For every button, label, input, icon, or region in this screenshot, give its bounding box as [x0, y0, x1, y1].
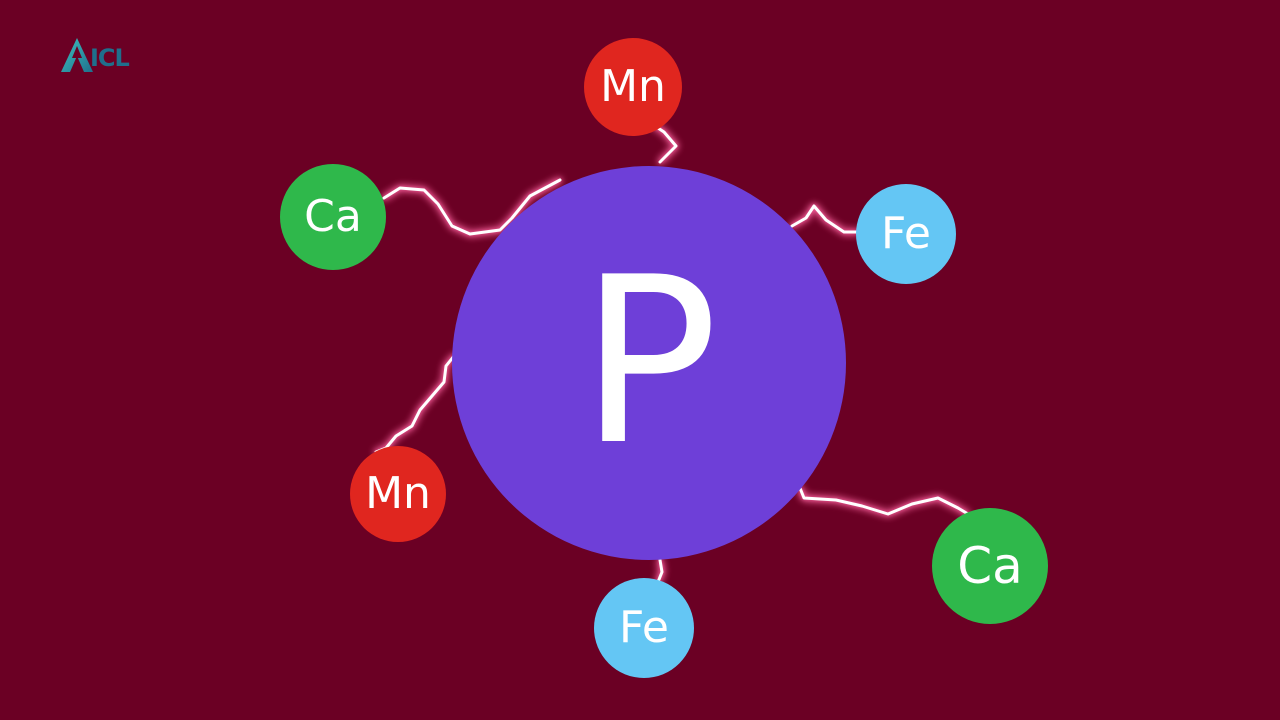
bond-fe-right — [790, 204, 860, 234]
center-atom-phosphorus: P — [452, 166, 846, 560]
bond-mn-bottom-left — [374, 354, 456, 454]
atom-symbol: Ca — [957, 537, 1023, 595]
atom-symbol: Mn — [365, 468, 431, 519]
atom-mn-bottom-left: Mn — [350, 446, 446, 542]
icl-triangle-logo-icon — [61, 38, 93, 72]
atom-symbol: Fe — [619, 602, 669, 653]
center-atom-symbol: P — [579, 229, 719, 496]
bond-ca-left — [382, 178, 562, 236]
atom-symbol: Fe — [881, 208, 931, 259]
logo-text: ICL — [90, 44, 130, 72]
atom-ca-left: Ca — [280, 164, 386, 270]
atom-fe-right: Fe — [856, 184, 956, 284]
atom-mn-top: Mn — [584, 38, 682, 136]
bond-ca-bottom-right — [798, 486, 970, 516]
atom-ca-bottom-right: Ca — [932, 508, 1048, 624]
bond-fe-bottom — [656, 558, 664, 584]
atom-fe-bottom: Fe — [594, 578, 694, 678]
icl-logo: ICL — [60, 36, 130, 74]
atom-symbol: Ca — [304, 191, 362, 242]
atom-symbol: Mn — [600, 61, 666, 112]
